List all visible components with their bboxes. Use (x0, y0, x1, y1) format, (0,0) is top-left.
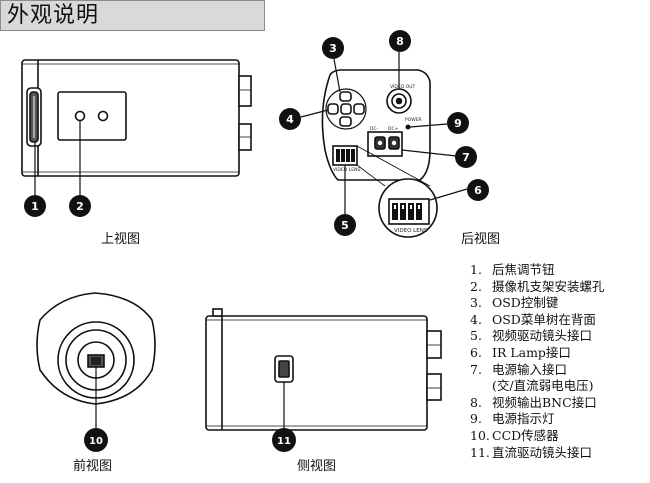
power-label: POWER (405, 117, 422, 123)
callout-number: 6 (474, 184, 482, 197)
rear-view-drawing (300, 52, 468, 238)
legend-item: 7.电源输入接口 (470, 361, 568, 377)
legend-item: 4.OSD菜单树在背面 (470, 311, 596, 327)
dc-plus-label: DC+ (388, 126, 399, 132)
legend-item: 9.电源指示灯 (470, 411, 555, 427)
callout-badge-5: 5 (334, 214, 356, 236)
front-view-caption: 前视图 (73, 459, 113, 474)
callout-number: 1 (31, 200, 39, 213)
callout-number: 3 (329, 42, 337, 55)
parts-legend: 1.后焦调节钮 2.摄像机支架安装螺孔 3.OSD控制键 4.OSD菜单树在背面… (470, 262, 646, 461)
legend-item: 3.OSD控制键 (470, 295, 559, 311)
front-view-drawing (36, 292, 156, 428)
legend-item: 11.直流驱动镜头接口 (470, 444, 593, 460)
callout-badge-10: 10 (84, 428, 108, 452)
callout-badge-2: 2 (69, 195, 91, 217)
callout-badge-3: 3 (322, 37, 344, 59)
legend-item-note: (交/直流弱电电压) (492, 378, 594, 394)
callout-badge-6: 6 (467, 179, 489, 201)
legend-item: 5.视频驱动镜头接口 (470, 328, 593, 344)
callout-number: 7 (462, 151, 470, 164)
section-header: 外观说明 (0, 0, 265, 31)
legend-item: 10.CCD传感器 (470, 427, 559, 443)
callout-number: 11 (277, 436, 291, 447)
callout-badge-11: 11 (272, 428, 296, 452)
section-title: 外观说明 (7, 3, 100, 28)
callout-number: 4 (286, 113, 294, 126)
rear-view-caption: 后视图 (461, 232, 501, 247)
callout-number: 9 (454, 117, 462, 130)
callout-badge-1: 1 (24, 195, 46, 217)
legend-item: 8.视频输出BNC接口 (470, 394, 597, 410)
dc-minus-label: DC- (370, 126, 379, 132)
legend-item: 1.后焦调节钮 (470, 262, 555, 277)
video-out-label: VIDEO OUT (390, 84, 416, 90)
callout-number: 5 (341, 219, 349, 232)
callout-number: 10 (89, 436, 103, 447)
side-view-caption: 侧视图 (297, 459, 337, 474)
top-view-drawing (21, 59, 252, 195)
legend-item: 2.摄像机支架安装螺孔 (470, 278, 605, 294)
callout-number: 2 (76, 200, 84, 213)
legend-item: 6.IR Lamp接口 (470, 344, 571, 360)
top-view-caption: 上视图 (101, 232, 141, 247)
callout-badge-4: 4 (279, 108, 301, 130)
callout-number: 8 (396, 35, 404, 48)
callout-badge-9: 9 (447, 112, 469, 134)
side-view-drawing (205, 308, 442, 431)
callout-badge-8: 8 (389, 30, 411, 52)
video-lens-label-small: VIDEO LENS (333, 167, 360, 173)
video-lens-label-large: VIDEO LENS (394, 228, 428, 234)
callout-badge-7: 7 (455, 146, 477, 168)
